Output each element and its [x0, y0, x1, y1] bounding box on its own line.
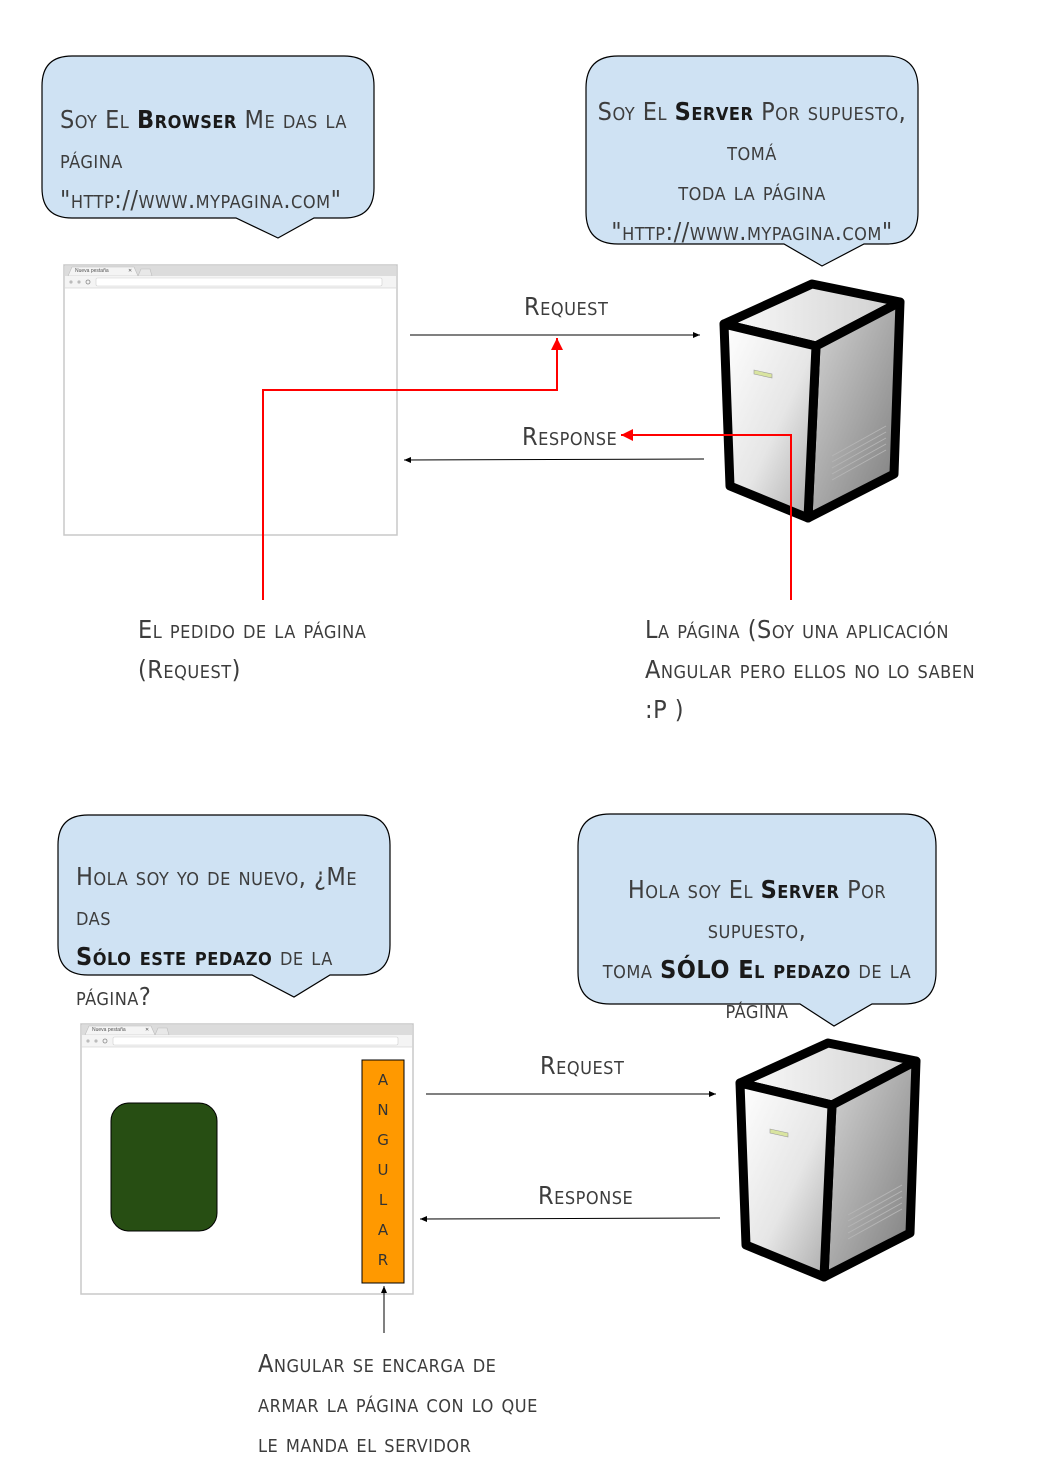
red-request-pointer — [262, 338, 563, 600]
browser-tab-label: Nueva pestaña — [75, 268, 109, 274]
close-icon: ✕ — [145, 1027, 150, 1033]
browser-speech-bubble — [41, 55, 375, 239]
response-label-2: Response — [538, 1181, 634, 1210]
browser-window — [63, 264, 398, 536]
request-label: Request — [524, 292, 609, 321]
server-bubble-text-2: Hola soy El Server Por supuesto, toma SÓ… — [602, 875, 912, 1024]
close-icon: ✕ — [128, 268, 133, 274]
angular-letter: A — [377, 1221, 389, 1239]
angular-letter: A — [377, 1071, 389, 1089]
response-arrow-2 — [419, 1215, 721, 1222]
server-bubble-text: Soy El Server Por supuesto, tomá toda la… — [597, 97, 907, 246]
request-note: El pedido de la página (Request) — [138, 615, 367, 684]
red-response-pointer — [621, 429, 792, 600]
request-label-2: Request — [540, 1051, 625, 1080]
browser-bubble-text-2: Hola soy yo de nuevo, ¿Me das Sólo este … — [76, 862, 358, 1011]
server-speech-bubble — [585, 55, 919, 267]
browser-tab-label-2: Nueva pestaña — [92, 1027, 126, 1033]
response-note: La página (Soy una aplicación Angular pe… — [645, 615, 976, 724]
page-content-block — [110, 1102, 218, 1232]
angular-panel — [361, 1059, 405, 1284]
server-tower — [719, 279, 905, 523]
angular-note: Angular se encarga de armar la página co… — [258, 1349, 538, 1458]
browser-speech-bubble-2 — [57, 814, 391, 998]
response-arrow — [403, 456, 705, 463]
angular-letter: U — [377, 1161, 389, 1179]
angular-letter: G — [377, 1131, 389, 1149]
browser-window-2 — [80, 1023, 414, 1295]
angular-letter: R — [377, 1251, 389, 1269]
server-tower-2 — [735, 1038, 921, 1282]
angular-letter: N — [377, 1101, 389, 1119]
response-label: Response — [522, 422, 618, 451]
browser-bubble-text: Soy El Browser Me das la página "http://… — [60, 105, 347, 214]
angular-letter: L — [378, 1191, 388, 1209]
server-speech-bubble-2 — [577, 813, 937, 1027]
